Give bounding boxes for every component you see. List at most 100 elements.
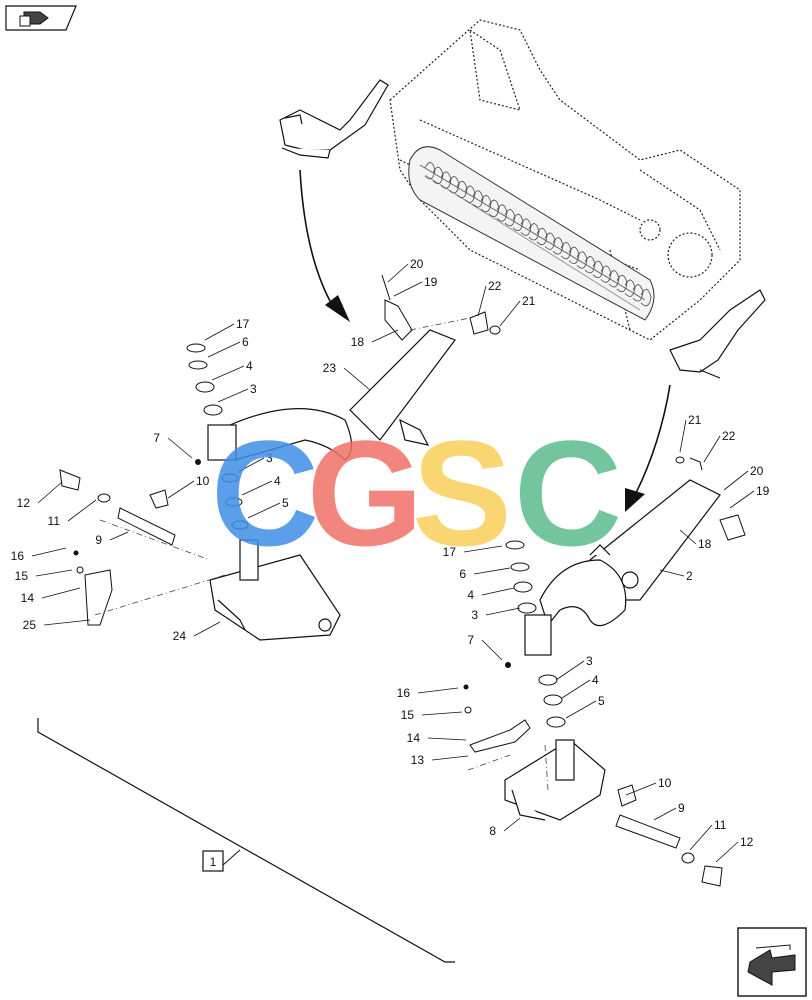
leader-line	[37, 481, 63, 504]
callout-number: 4	[592, 673, 599, 687]
left-callout-3: 3	[237, 451, 273, 473]
callout-number: 7	[153, 431, 160, 445]
previous-page-button[interactable]	[5, 5, 77, 31]
left-swing-arm	[207, 329, 456, 461]
left-callout-21: 21	[499, 294, 536, 327]
leader-line	[167, 437, 193, 459]
right-callout-9: 9	[653, 801, 685, 821]
left-callout-7: 7	[153, 431, 193, 459]
leader-line	[167, 480, 195, 499]
callout-number: 11	[714, 818, 727, 832]
right-bracket	[504, 739, 606, 821]
callout-number: 8	[489, 824, 496, 838]
reference-box-label: 1	[210, 855, 217, 869]
curved-arrow-left	[299, 169, 350, 322]
leader-line	[393, 281, 423, 297]
left-callout-23: 23	[323, 361, 371, 391]
reference-line-1	[37, 718, 455, 963]
callout-number: 25	[23, 618, 37, 632]
leader-line	[555, 660, 585, 681]
callout-number: 4	[274, 474, 281, 488]
left-callout-14: 14	[21, 587, 81, 605]
left-callout-6: 6	[207, 335, 249, 358]
right-callout-19: 19	[729, 484, 770, 509]
callout-number: 10	[196, 474, 210, 488]
callout-number: 3	[586, 654, 593, 668]
callout-number: 14	[21, 591, 35, 605]
leader-line	[499, 300, 521, 327]
leader-line	[67, 499, 97, 522]
left-callout-17: 17	[204, 317, 250, 341]
left-callout-16: 16	[11, 547, 67, 563]
leader-line	[477, 285, 487, 317]
callout-number: 9	[678, 801, 685, 815]
callout-number: 3	[471, 608, 478, 622]
curved-arrow-right	[625, 384, 671, 512]
left-callout-25: 25	[23, 618, 91, 632]
left-callout-5: 5	[247, 496, 289, 519]
callout-number: 15	[401, 708, 415, 722]
leader-line	[481, 639, 503, 661]
callout-number: 23	[323, 361, 337, 375]
machine-frame	[389, 19, 741, 341]
leader-line	[217, 388, 249, 403]
callout-number: 16	[397, 686, 411, 700]
callout-number: 17	[236, 317, 250, 331]
right-hanger-arm	[669, 289, 766, 379]
leader-line	[41, 587, 81, 599]
left-callout-3: 3	[217, 382, 257, 403]
right-callout-3: 3	[471, 607, 521, 622]
left-callout-20: 20	[387, 257, 424, 283]
callout-number: 5	[282, 496, 289, 510]
callout-number: 18	[698, 537, 712, 551]
leader-line	[625, 782, 657, 796]
left-callout-22: 22	[477, 279, 502, 317]
leader-line	[204, 323, 235, 341]
right-callout-22: 22	[703, 429, 736, 463]
callout-number: 18	[351, 335, 365, 349]
leader-line	[723, 470, 749, 491]
left-pin-parts	[59, 343, 249, 626]
callout-number: 21	[522, 294, 536, 308]
drum-ribs	[424, 162, 652, 307]
leader-line	[427, 737, 467, 741]
callout-number: 19	[756, 484, 770, 498]
right-callout-16: 16	[397, 686, 459, 700]
right-callout-7: 7	[467, 633, 503, 661]
next-page-button[interactable]	[737, 927, 807, 997]
watermark-letter: S	[412, 409, 512, 577]
left-top-pin	[381, 274, 501, 341]
callout-number: 20	[410, 257, 424, 271]
right-callout-3: 3	[555, 654, 593, 681]
watermark-letter: C	[211, 409, 319, 577]
leader-line	[473, 567, 511, 575]
callout-number: 21	[688, 413, 702, 427]
callout-number: 7	[467, 633, 474, 647]
left-callout-10: 10	[167, 474, 210, 499]
right-callout-10: 10	[625, 776, 672, 796]
callout-number: 12	[740, 835, 754, 849]
leader-line	[431, 755, 469, 761]
drum-rib	[640, 289, 652, 307]
next-page-icon	[747, 944, 796, 986]
callout-number: 15	[15, 569, 29, 583]
callout-number: 24	[173, 629, 187, 643]
leader-line	[417, 687, 459, 694]
right-pin-parts	[463, 456, 746, 887]
right-callout-8: 8	[489, 817, 521, 838]
right-callout-14: 14	[407, 731, 467, 745]
callout-number: 3	[266, 451, 273, 465]
callout-number: 2	[686, 569, 693, 583]
callout-number: 17	[443, 545, 457, 559]
callout-number: 20	[750, 464, 764, 478]
callout-number: 13	[411, 753, 425, 767]
leader-line	[715, 841, 739, 863]
leader-line	[241, 480, 273, 496]
callout-number: 6	[242, 335, 249, 349]
callout-number: 5	[598, 694, 605, 708]
leader-line	[485, 607, 521, 616]
leader-line	[729, 490, 755, 509]
callout-number: 10	[658, 776, 672, 790]
leader-line	[679, 419, 687, 453]
